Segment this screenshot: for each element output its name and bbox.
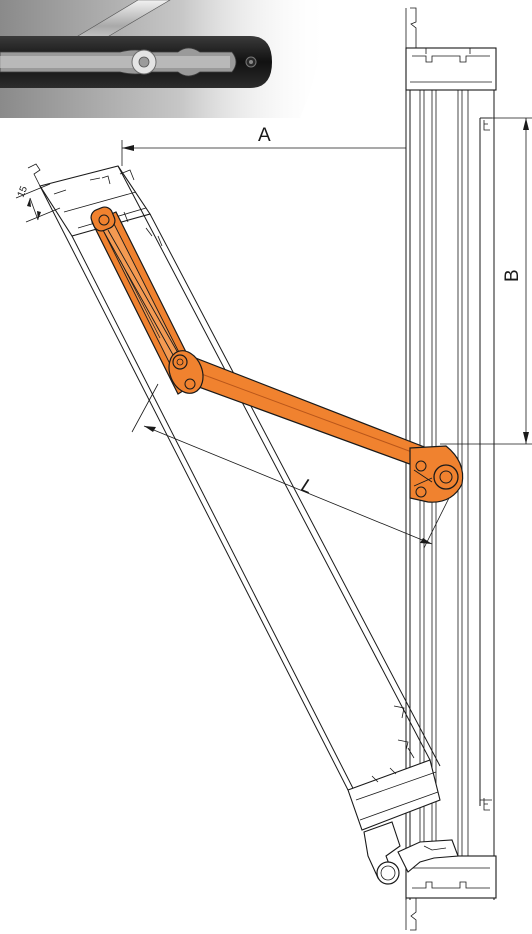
sash-bottom-section xyxy=(347,759,441,831)
frame-pivot-rivet xyxy=(433,464,459,490)
dimension-offset-label: 15 xyxy=(16,184,31,199)
dimension-offset: 15 xyxy=(16,183,61,223)
frame-top-section xyxy=(405,47,497,91)
hinge-pivot xyxy=(376,861,400,885)
sash xyxy=(27,163,459,885)
hinge-mechanism xyxy=(90,206,464,503)
dimension-b-label: B xyxy=(502,269,523,282)
sash-top-clip xyxy=(27,163,41,187)
sash-outer-edge xyxy=(39,185,349,791)
dimension-a: A xyxy=(121,125,406,166)
dimension-b: B xyxy=(440,117,532,445)
dimension-a-label: A xyxy=(258,125,271,146)
link-arm xyxy=(178,350,433,471)
sash-inner-edge xyxy=(117,165,431,761)
product-photo xyxy=(0,0,330,118)
frame-top-cap xyxy=(410,7,417,48)
sash-pivot-rivet xyxy=(172,354,188,370)
